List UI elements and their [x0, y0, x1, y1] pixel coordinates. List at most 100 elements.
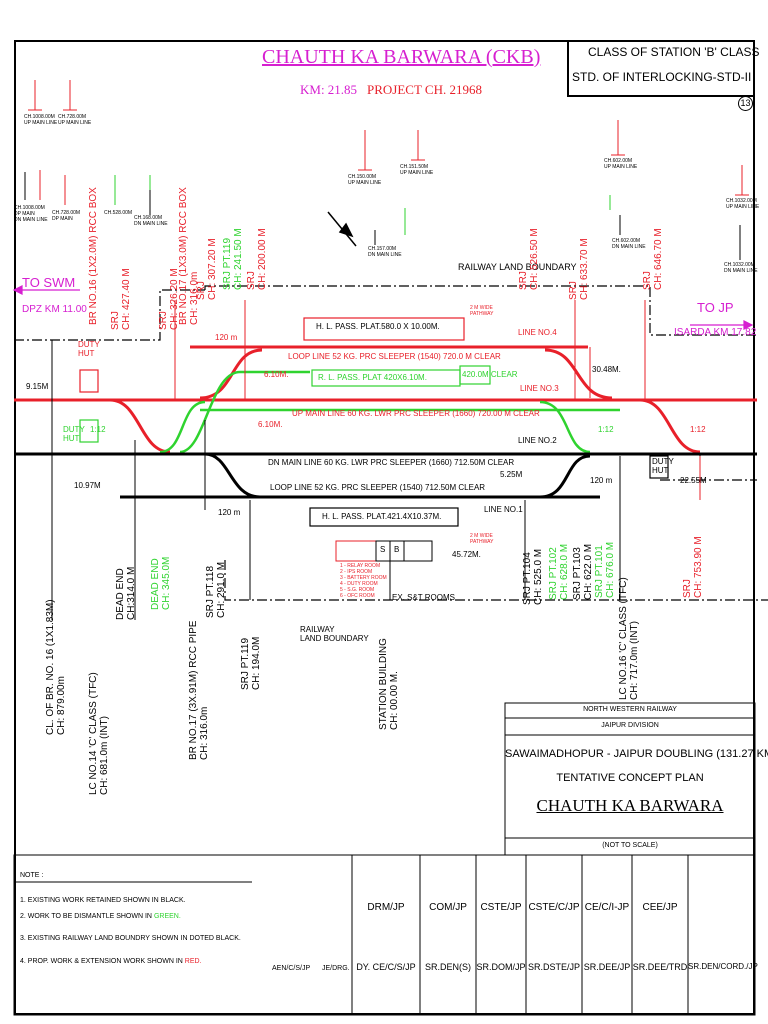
- duty-hut-middle: DUTY HUT: [63, 425, 85, 443]
- signal-label-10: CH.602.00M UP MAIN LINE: [604, 158, 638, 170]
- chainage-markers: [51, 340, 701, 620]
- signal-label-13: CH.1032.00M DN MAIN LINE: [724, 262, 758, 274]
- duty-hut-top: DUTY HUT: [78, 340, 100, 358]
- chainage-lc-16: LC NO.16 'C' CLASS (TFC) CH: 717.0m (INT…: [618, 577, 640, 700]
- sig-sr-den-cord: SR.DEN/CORD./JP: [688, 962, 758, 971]
- hl-platform-top: [303, 317, 465, 341]
- chainage-srj-104: SRJ PT.104 CH: 525.0 M: [522, 548, 544, 605]
- chainage-bridge-16: CL. OF BR. NO. 16 (1X1.83M) CH: 879.00m: [45, 599, 67, 735]
- sig-drm: DRM/JP: [367, 902, 405, 913]
- note-1: 1. EXISTING WORK RETAINED SHOWN IN BLACK…: [20, 897, 186, 904]
- loop-dn-label: LOOP LINE 52 KG. PRC SLEEPER (1540) 712.…: [270, 483, 486, 492]
- chainage-red-427: SRJ CH: 427.40 M: [110, 268, 132, 330]
- direction-right: TO JP: [697, 300, 734, 315]
- sig-sr-dste: SR.DSTE/JP: [527, 962, 580, 972]
- line-4-label: LINE NO.4: [518, 328, 557, 337]
- line-2-label: LINE NO.2: [518, 436, 557, 445]
- ex-snt-rooms: EX. S&T ROOMS: [392, 593, 455, 602]
- signal-label-12: CH.1032.00M UP MAIN LINE: [726, 198, 760, 210]
- hl-platform-top-label: H. L. PASS. PLAT.580.0 X 10.00M.: [316, 322, 440, 331]
- chainage-red-200: SRJ CH: 200.00 M: [246, 228, 268, 290]
- loop-line-bottom: [120, 452, 600, 499]
- note-2: 2. WORK TO BE DISMANTLE SHOWN IN GREEN.: [20, 913, 181, 920]
- sig-cste-c: CSTE/C/JP: [528, 902, 580, 913]
- direction-left-km: DPZ KM 11.00: [22, 304, 87, 315]
- building-legend: 1 - RELAY ROOM 2 - IPS ROOM 3 - BATTERY …: [340, 563, 387, 599]
- pathway-top: 2 M WIDE PATHWAY: [470, 305, 494, 317]
- project-chainage: PROJECT CH. 21968: [367, 82, 482, 97]
- dim-45-72: 45.72M.: [452, 550, 481, 559]
- dismantle-loop: [159, 370, 620, 454]
- railway-name: NORTH WESTERN RAILWAY: [583, 706, 677, 713]
- building-b: B: [394, 545, 400, 554]
- sig-dy-ce: DY. CE/C/S/JP: [356, 962, 416, 972]
- dim-6-10-a: 6.10M.: [264, 370, 289, 379]
- signal-label-5: CH.528.00M: [104, 210, 133, 216]
- slope-2: 1:12: [90, 425, 106, 434]
- station-class: CLASS OF STATION 'B' CLASS: [588, 45, 760, 59]
- km-label: KM: 21.85: [300, 82, 358, 97]
- division-name: JAIPUR DIVISION: [601, 722, 659, 729]
- hl-platform-bottom-label: H. L. PASS. PLAT.421.4X10.37M.: [322, 512, 442, 521]
- plan-type: TENTATIVE CONCEPT PLAN: [556, 772, 704, 784]
- land-boundary-lines: [14, 285, 768, 601]
- chainage-green-dead-end: DEAD END CH: 345.0M: [150, 556, 172, 610]
- direction-right-km: ISARDA KM 17.82: [674, 327, 757, 338]
- sig-sr-dee-trd: SR.DEE/TRD: [632, 962, 688, 972]
- north-arrow-icon: [327, 211, 357, 247]
- chainage-red-633: SRJ CH: 633.70 M: [568, 238, 590, 300]
- duty-hut-right: DUTY HUT: [652, 457, 674, 475]
- bridge-17-label: BR NO.17 (1X3.0M) RCC BOX CH: 316.0m: [178, 187, 200, 325]
- chainage-bridge-17-pipe: BR NO.17 (3X.91M) RCC PIPE CH: 316.0m: [188, 620, 210, 760]
- title-block-grid: [13, 702, 756, 1016]
- line-3-label: LINE NO.3: [520, 384, 559, 393]
- chainage-red-326: SRJ CH: 326.20 M: [158, 268, 180, 330]
- chainage-lc-14: LC NO.14 'C' CLASS (TFC) CH: 681.0m (INT…: [88, 672, 110, 795]
- sig-ce-c: CE/C/I-JP: [584, 902, 630, 913]
- note-2-color: GREEN.: [153, 913, 181, 920]
- scale-note: (NOT TO SCALE): [602, 842, 658, 849]
- chainage-green-628: SRJ PT.102 CH: 628.0 M: [548, 543, 570, 600]
- signal-label-1: CH.1008.00M UP MAIN LINE: [24, 114, 58, 126]
- signal-label-2: CH.728.00M UP MAIN LINE: [58, 114, 92, 126]
- rl-platform-label: R. L. PASS. PLAT 420X6.10M.: [318, 373, 427, 382]
- dim-30-48: 30.48M.: [592, 365, 621, 374]
- up-main-label: UP MAIN LINE 60 KG. LWR PRC SLEEPER (166…: [292, 409, 540, 418]
- bridge-16-label: BR NO.16 (1X2.0M) RCC BOX: [88, 187, 99, 325]
- dim-9-15: 9.15M: [26, 382, 49, 391]
- project-name: SAWAIMADHOPUR - JAIPUR DOUBLING (131.27 …: [505, 748, 768, 760]
- signal-label-3: CH.1008.00M DP MAIN DN MAIN LINE: [14, 205, 48, 223]
- slope-3: 1:12: [598, 425, 614, 434]
- direction-arrows: [12, 285, 754, 330]
- sig-sr-dom: SR.DOM/JP: [476, 962, 526, 972]
- signal-label-6: CH.168.00M DN MAIN LINE: [134, 215, 168, 227]
- building-s: S: [380, 545, 386, 554]
- hl-platform-bottom: [309, 507, 459, 527]
- chainage-srj-119: SRJ PT.119 CH: 194.0M: [240, 636, 262, 690]
- sheet-number: 13: [738, 96, 753, 111]
- loop-up-label: LOOP LINE 52 KG. PRC SLEEPER (1540) 720.…: [288, 352, 501, 361]
- rl-clear-label: 420.0M CLEAR: [462, 370, 518, 379]
- drawing-station-name: CHAUTH KA BARWARA: [536, 796, 724, 815]
- drawing-frame: [14, 40, 755, 1015]
- signals-black: [24, 172, 741, 260]
- signal-label-9: CH.157.00M DN MAIN LINE: [368, 246, 402, 258]
- land-boundary-bottom-label: RAILWAY LAND BOUNDARY: [300, 625, 369, 643]
- signal-label-4: CH.728.00M DP MAIN: [52, 210, 81, 222]
- sig-cee: CEE/JP: [642, 902, 678, 913]
- chainage-green-676: SRJ PT.101 CH: 676.0 M: [594, 541, 616, 598]
- sig-sr-dee: SR.DEE/JP: [583, 962, 631, 972]
- dim-120-c: 120 m: [590, 476, 613, 485]
- sig-sr-den-s: SR.DEN(S): [424, 962, 471, 972]
- up-main-turnouts: [109, 398, 701, 454]
- sig-cste: CSTE/JP: [480, 902, 522, 913]
- signal-label-7: CH.150.00M UP MAIN LINE: [348, 174, 382, 186]
- chainage-red-526: SRJ CH: 526.50 M: [518, 228, 540, 290]
- interlocking-standard: STD. OF INTERLOCKING-STD-II: [572, 70, 752, 84]
- chainage-station-building: STATION BUILDING CH: 00.00 M.: [378, 638, 400, 730]
- chainage-red-753: SRJ CH: 753.90 M: [682, 536, 704, 598]
- chainage-green-241: SRJ PT.119 CH: 241.50 M: [222, 228, 244, 290]
- dim-120-a: 120 m: [215, 333, 238, 342]
- signals-red: [28, 80, 749, 205]
